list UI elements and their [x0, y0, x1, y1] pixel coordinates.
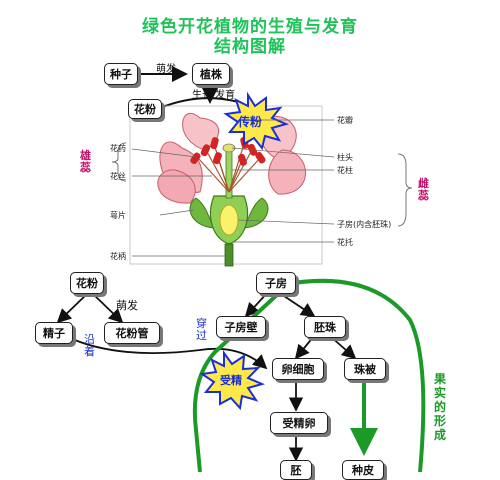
along-label: 沿着 [84, 333, 95, 358]
fertilization-burst [199, 349, 265, 411]
sperm-box: 精子 [35, 322, 73, 344]
petal-label: 花瓣 [337, 116, 353, 125]
fertilization-label: 受精 [220, 374, 242, 387]
pollen-tube-box: 花粉管 [104, 322, 160, 344]
pass-through-label: 穿过 [196, 317, 207, 342]
style-label: 花柱 [337, 166, 353, 175]
ovary-inner-label: 子房(内含胚珠) [337, 220, 392, 229]
receptacle-label: 花托 [337, 238, 353, 247]
pollen-box-top: 花粉 [128, 99, 162, 119]
integument-box: 珠被 [344, 358, 386, 380]
pollen-box-bottom: 花粉 [70, 272, 104, 294]
flower-illustration [157, 112, 306, 267]
seed-coat-box: 种皮 [342, 460, 384, 480]
diagram-title-line1: 绿色开花植物的生殖与发育 [142, 17, 358, 37]
ovary-wall-box: 子房壁 [216, 316, 266, 338]
green-arc-left [192, 290, 282, 472]
zygote-box: 受精卵 [270, 412, 328, 434]
stamen-label: 雄蕊 [80, 149, 91, 174]
stigma-label: 柱头 [337, 153, 353, 162]
anther-label: 花药 [110, 144, 126, 153]
pollination-burst [223, 91, 289, 151]
egg-cell-box: 卵细胞 [272, 358, 324, 380]
fruit-formation-label: 果实的形成 [434, 372, 447, 442]
pollination-label: 传粉 [238, 115, 263, 129]
green-arc-right [281, 278, 426, 472]
ovary-box: 子房 [256, 272, 296, 294]
embryo-box: 胚 [280, 460, 312, 480]
ovule-box: 胚珠 [304, 316, 346, 338]
seed-box: 种子 [104, 63, 138, 85]
sepal-label: 萼片 [110, 211, 126, 220]
filament-label: 花丝 [110, 172, 126, 181]
diagram-title-line2: 结构图解 [214, 37, 286, 57]
germinate-label-bottom: 萌发 [116, 299, 138, 312]
plant-box: 植株 [192, 63, 230, 85]
grow-develop-label: 生长 发育 [192, 90, 236, 101]
germinate-label: 萌发 [156, 64, 176, 75]
pedicel-label: 花柄 [110, 252, 126, 261]
pistil-label: 雌蕊 [418, 177, 429, 202]
